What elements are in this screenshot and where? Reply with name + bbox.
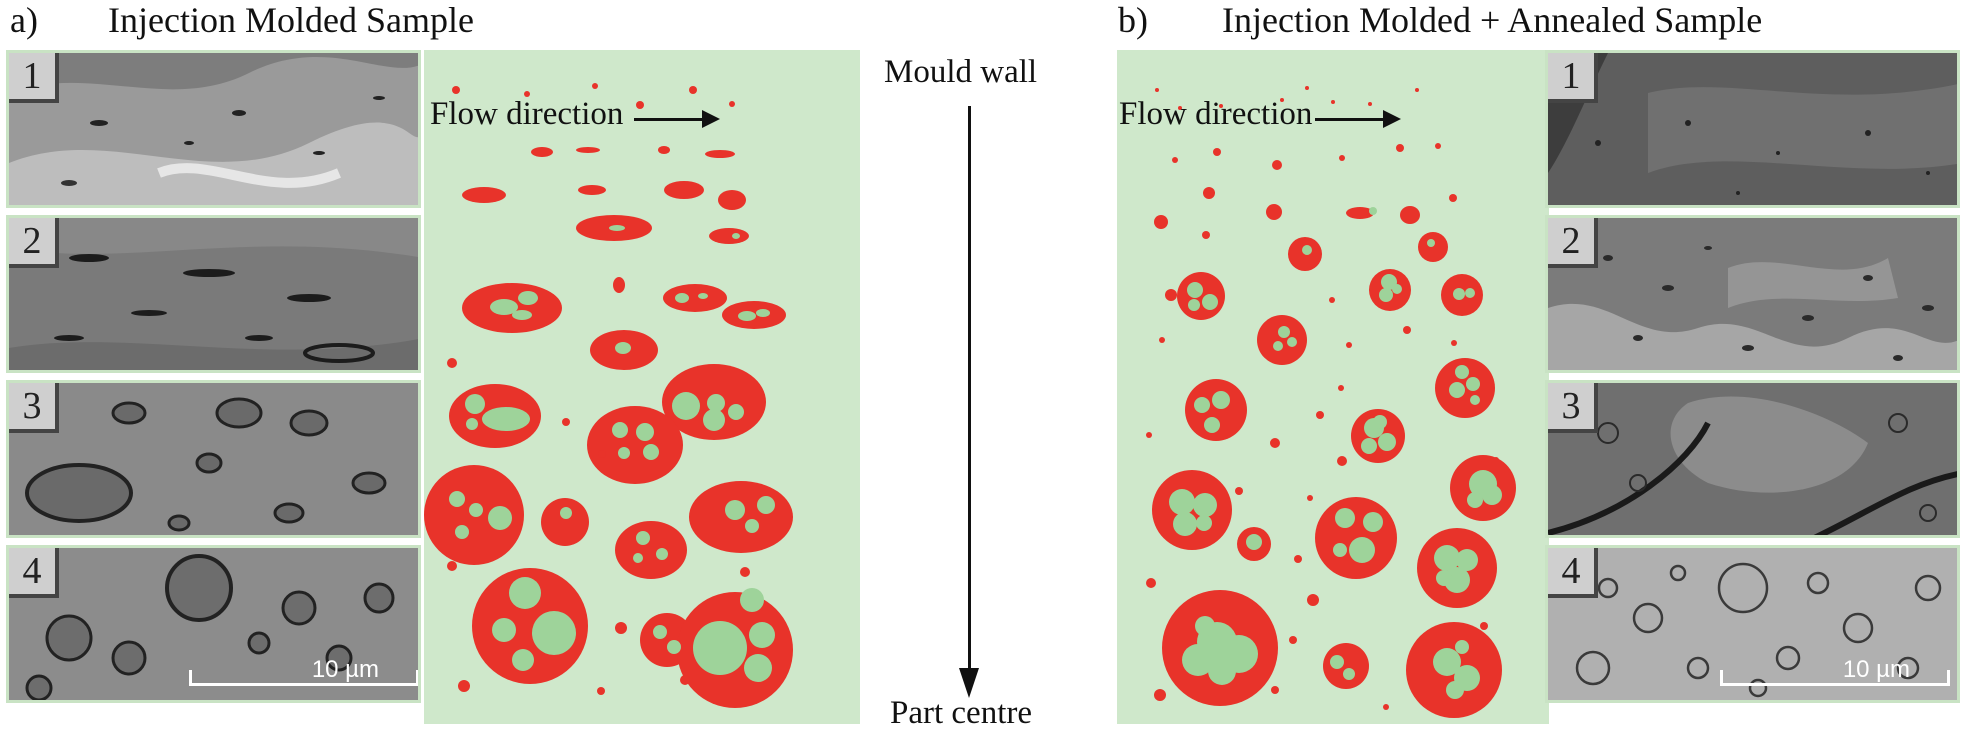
scale-bar-tick-left xyxy=(1720,670,1723,686)
sem-texture xyxy=(9,218,418,370)
panel-a-letter: a) xyxy=(10,0,38,40)
sem-number: 4 xyxy=(1548,548,1598,598)
sem-number: 2 xyxy=(9,218,59,268)
panel-b-title-text: Injection Molded + Annealed Sample xyxy=(1222,0,1763,40)
scale-bar: 10 µm xyxy=(189,656,418,686)
sem-number: 3 xyxy=(1548,383,1598,433)
sem-image-a1: 1 xyxy=(6,50,421,208)
axis-arrow-line xyxy=(968,106,971,678)
sem-image-a2: 2 xyxy=(6,215,421,373)
panel-b-letter: b) xyxy=(1118,0,1148,40)
sem-texture xyxy=(9,548,418,700)
sem-image-b2: 2 xyxy=(1545,215,1960,373)
sem-image-b1: 1 xyxy=(1545,50,1960,208)
sem-image-a3: 3 xyxy=(6,380,421,538)
flow-direction-arrow xyxy=(634,110,720,128)
sem-image-b4: 4 10 µm xyxy=(1545,545,1960,703)
scale-bar-label: 10 µm xyxy=(1842,656,1910,683)
sem-image-a4: 4 10 µm xyxy=(6,545,421,703)
panel-a-title: a) Injection Molded Sample xyxy=(10,0,474,42)
sem-number: 1 xyxy=(9,53,59,103)
panel-a-title-text: Injection Molded Sample xyxy=(108,0,474,40)
scale-bar-label: 10 µm xyxy=(311,656,379,683)
sem-texture xyxy=(1548,218,1957,370)
sem-texture xyxy=(9,383,418,535)
flow-direction-arrow xyxy=(1315,110,1401,128)
sem-texture xyxy=(1548,383,1957,535)
scale-bar-tick-right xyxy=(1947,670,1950,686)
axis-arrow-head xyxy=(959,668,979,698)
axis-top-label: Mould wall xyxy=(884,54,1038,90)
droplet-morphology xyxy=(424,83,793,708)
sem-number: 4 xyxy=(9,548,59,598)
schematic-injection-molded: Flow direction xyxy=(424,50,860,724)
sem-image-b3: 3 xyxy=(1545,380,1960,538)
sem-number: 1 xyxy=(1548,53,1598,103)
flow-direction-label: Flow direction xyxy=(430,96,624,132)
panel-b-title: b) Injection Molded + Annealed Sample xyxy=(1118,0,1762,42)
schematic-annealed: Flow direction xyxy=(1117,50,1549,724)
scale-bar-tick-left xyxy=(189,670,192,686)
sem-number: 3 xyxy=(9,383,59,433)
sem-texture xyxy=(1548,548,1957,700)
scale-bar-tick-right xyxy=(416,670,418,686)
sem-number: 2 xyxy=(1548,218,1598,268)
axis-bottom-label: Part centre xyxy=(890,695,1033,731)
droplet-morphology xyxy=(1146,86,1516,718)
scale-bar-line xyxy=(1720,683,1950,686)
sem-texture xyxy=(1548,53,1957,205)
flow-direction-label: Flow direction xyxy=(1119,96,1313,132)
sem-texture xyxy=(9,53,418,205)
scale-bar-line xyxy=(189,683,418,686)
scale-bar: 10 µm xyxy=(1720,656,1950,686)
